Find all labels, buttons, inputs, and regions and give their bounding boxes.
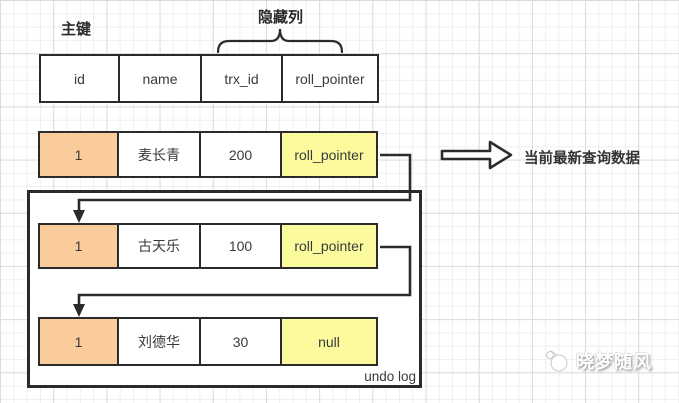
version2-roll-pointer-cell: null: [280, 317, 378, 366]
version1-name-cell: 古天乐: [117, 223, 201, 269]
version1-id-cell: 1: [38, 223, 119, 269]
version2-name-cell: 刘德华: [117, 317, 201, 366]
watermark-cat-icon: [546, 349, 568, 372]
schema-cell-roll-pointer: roll_pointer: [281, 54, 379, 103]
version1-roll-pointer-cell: roll_pointer: [280, 223, 378, 269]
latest-trx-id-cell: 200: [199, 131, 282, 178]
latest-id-cell: 1: [38, 131, 119, 178]
hidden-columns-brace: [216, 28, 344, 54]
latest-data-block-arrow: [440, 140, 513, 170]
version2-id-cell: 1: [38, 317, 119, 366]
latest-data-note: 当前最新查询数据: [524, 151, 640, 167]
watermark-text: 晓梦随风: [576, 352, 652, 372]
record-row-version-2: 1 刘德华 30 null: [38, 317, 378, 366]
record-row-version-1: 1 古天乐 100 roll_pointer: [38, 223, 378, 269]
primary-key-label: 主键: [61, 21, 92, 38]
schema-cell-id: id: [39, 54, 120, 103]
version2-trx-id-cell: 30: [199, 317, 282, 366]
latest-name-cell: 麦长青: [117, 131, 201, 178]
record-row-latest: 1 麦长青 200 roll_pointer: [38, 131, 378, 178]
schema-cell-trx-id: trx_id: [200, 54, 283, 103]
version1-trx-id-cell: 100: [199, 223, 282, 269]
schema-cell-name: name: [118, 54, 202, 103]
undo-log-label: undo log: [364, 369, 416, 384]
schema-row: id name trx_id roll_pointer: [39, 54, 379, 103]
latest-roll-pointer-cell: roll_pointer: [280, 131, 378, 178]
watermark: 晓梦随风: [543, 348, 652, 374]
hidden-columns-label: 隐藏列: [258, 9, 304, 26]
